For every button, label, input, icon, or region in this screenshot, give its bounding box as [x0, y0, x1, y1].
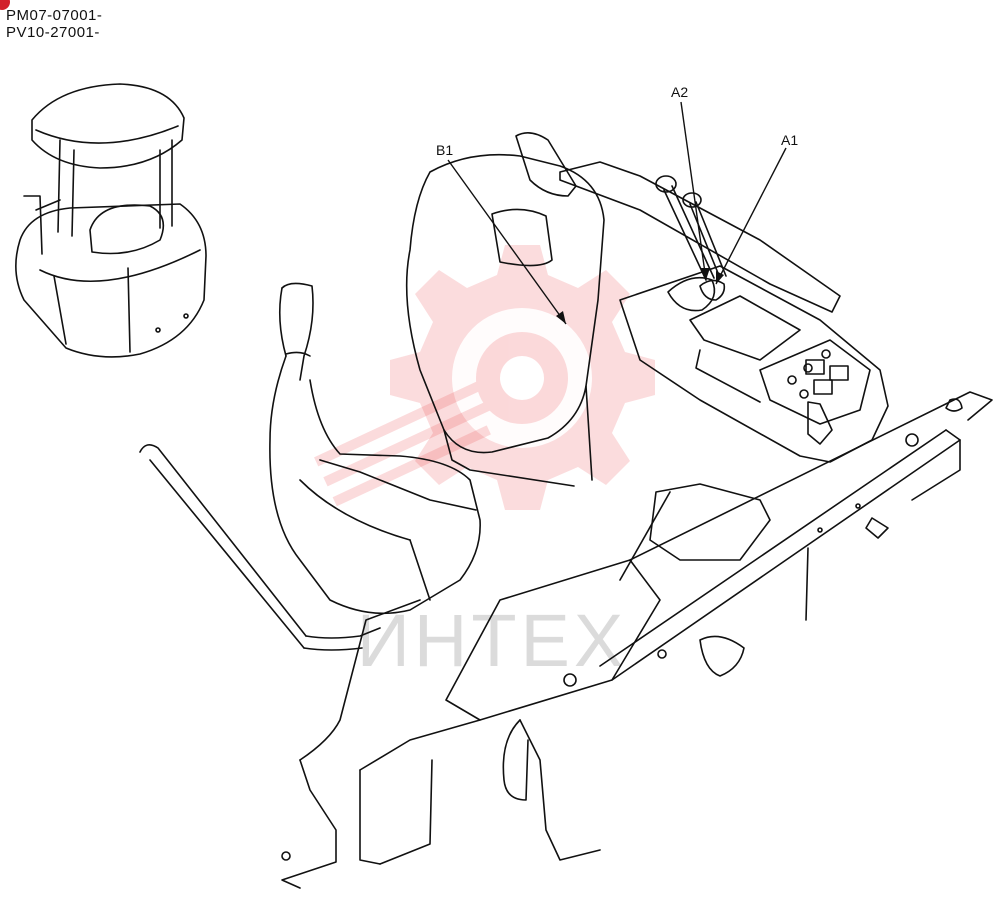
corner-badge — [0, 0, 10, 10]
serial-number-1: PM07-07001- — [6, 7, 103, 24]
serial-number-2: PV10-27001- — [6, 24, 100, 41]
left-armrest-console — [269, 282, 481, 615]
left-lever — [139, 444, 381, 651]
callout-label-b1: B1 — [436, 142, 453, 158]
watermark-wrench-hole — [500, 356, 544, 400]
watermark-text: ИНТЕХ — [357, 599, 628, 682]
base-frame — [281, 391, 993, 889]
callout-arrowheads — [556, 268, 724, 324]
leader-a1 — [715, 147, 787, 285]
callout-leaders — [447, 101, 787, 325]
right-control-levers — [655, 175, 727, 281]
callout-label-a1: A1 — [781, 132, 798, 148]
watermark-wrench — [314, 332, 568, 507]
excavator-cab-inset — [15, 83, 207, 358]
seat-backrest — [405, 132, 605, 487]
leader-b1 — [447, 159, 567, 325]
callout-label-a2: A2 — [671, 84, 688, 100]
leader-a2 — [680, 101, 707, 281]
